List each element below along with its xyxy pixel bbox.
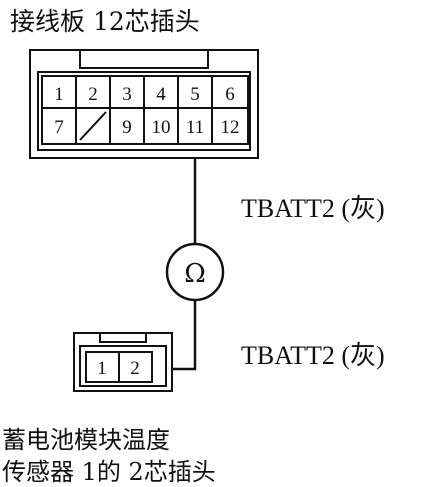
pin-label: 1 — [97, 358, 107, 379]
ohm-symbol: Ω — [184, 259, 206, 289]
pin-label: 3 — [122, 84, 132, 105]
pin-label: 11 — [186, 117, 204, 138]
pin-labels-row1: 1 2 3 4 5 6 — [54, 84, 235, 105]
pin-label: 6 — [225, 84, 235, 105]
connector-12pin — [29, 49, 259, 159]
wire-lower — [172, 300, 197, 371]
pin-label: 2 — [130, 358, 140, 379]
pin-label: 10 — [152, 117, 171, 138]
connector-2pin-latch — [99, 333, 147, 343]
connector-12pin-inner-frame — [37, 71, 251, 151]
connector-bottom-title-line1: 蓄电池模块温度 — [2, 426, 170, 454]
pin-label: 2 — [88, 84, 98, 105]
pin-label: 5 — [190, 84, 200, 105]
connector-12pin-latch — [79, 50, 209, 69]
pin-label: 9 — [122, 117, 132, 138]
connector-top-title: 接线板 12芯插头 — [10, 7, 200, 36]
connector-2pin-housing — [73, 332, 173, 392]
pin-label: 4 — [156, 84, 166, 105]
wire-label-lower: TBATT2 (灰) — [241, 341, 385, 370]
pin-8-empty-mark — [79, 111, 107, 141]
connector-2pin-inner-frame — [79, 345, 167, 387]
pin-label: 7 — [54, 117, 64, 138]
pin-labels-row2: 7 9 10 11 12 — [54, 117, 239, 138]
pin-labels-2pin: 1 2 — [97, 358, 140, 379]
connector-2pin — [73, 332, 173, 392]
pin-label: 12 — [221, 117, 240, 138]
pin-label: 1 — [54, 84, 64, 105]
connector-bottom-title-line2: 传感器 1的 2芯插头 — [2, 458, 216, 486]
wire-label-upper: TBATT2 (灰) — [241, 194, 385, 223]
connector-12pin-housing — [29, 49, 259, 159]
